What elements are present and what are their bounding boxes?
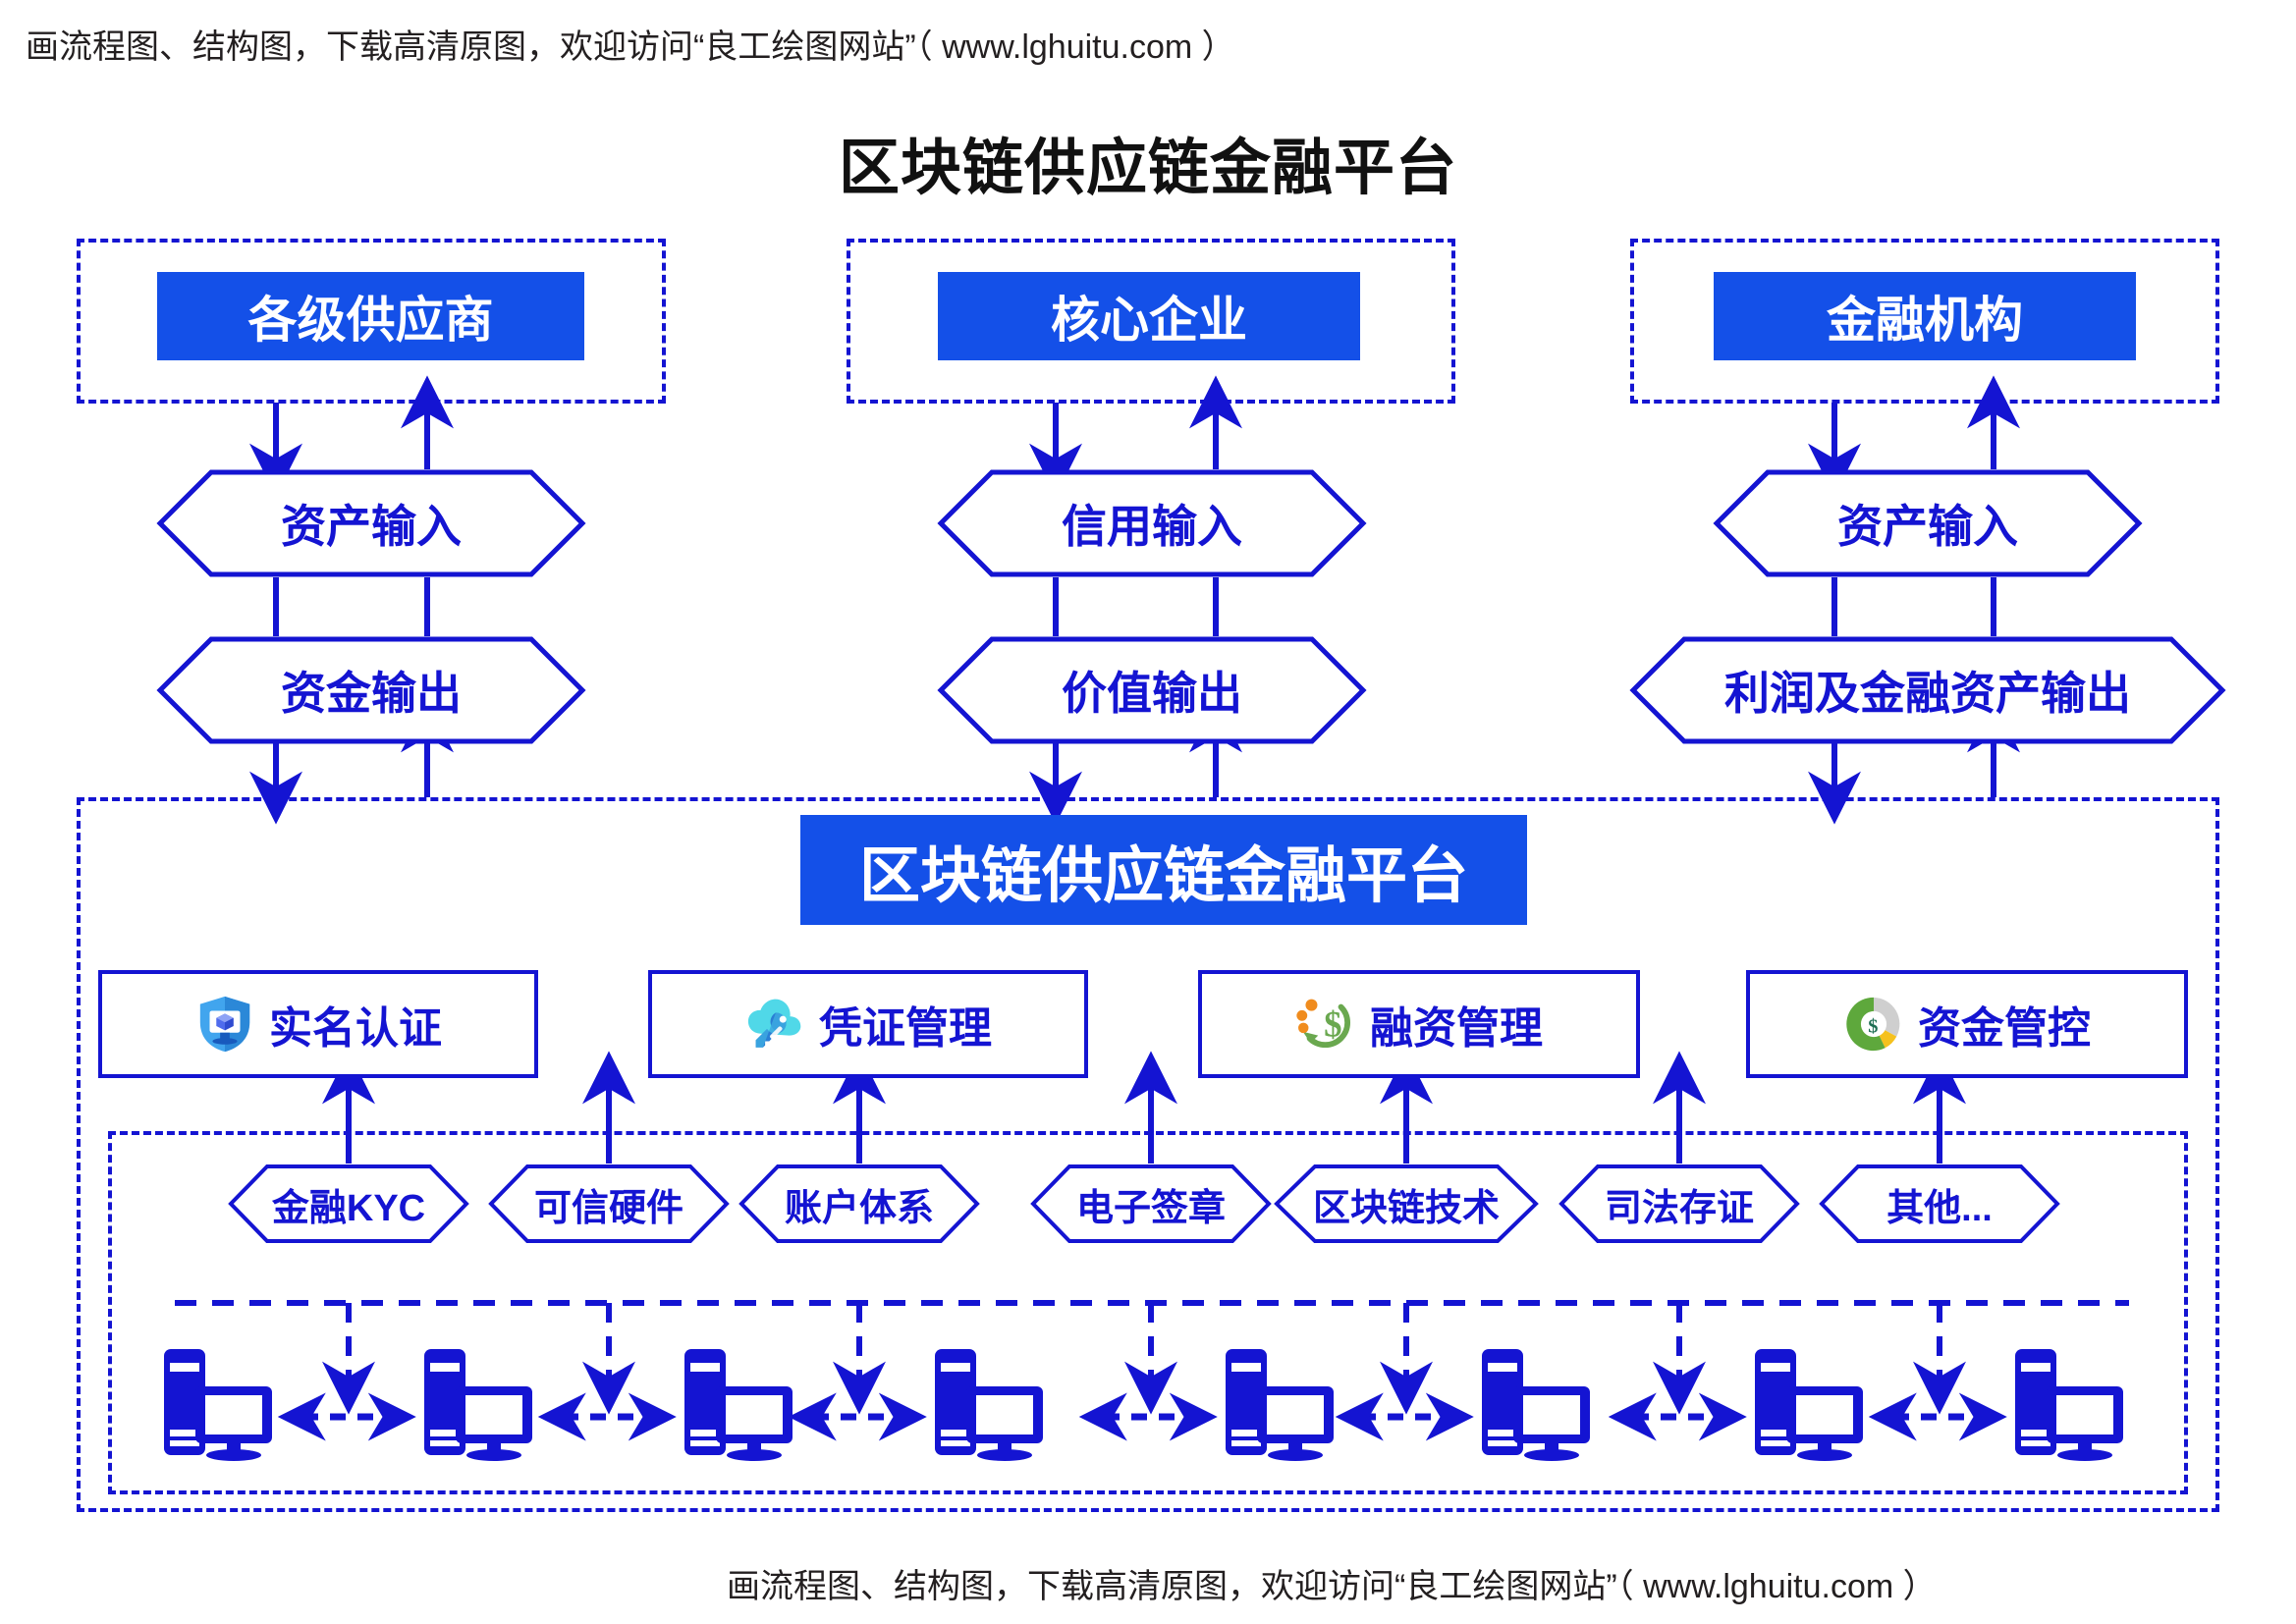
capability-label: 司法存证 xyxy=(1604,1187,1754,1229)
feature-box-fund-control[interactable]: $ 资金管控 xyxy=(1746,970,2188,1078)
flow-hex-value-output-core[interactable]: 价值输出 xyxy=(937,636,1367,744)
flow-hex-label: 利润及金融资产输出 xyxy=(1724,668,2131,719)
flow-hex-label: 价值输出 xyxy=(1062,668,1242,719)
flow-hex-label: 信用输入 xyxy=(1062,501,1242,552)
capabilities-container xyxy=(108,1131,2188,1494)
actor-group-financial-institution xyxy=(1630,239,2219,404)
capability-hex-trusted-hardware[interactable]: 可信硬件 xyxy=(488,1164,730,1244)
flow-hex-label: 资产输入 xyxy=(281,501,462,552)
capability-label: 账户体系 xyxy=(784,1187,934,1229)
feature-label: 凭证管理 xyxy=(819,1004,992,1053)
capability-label: 可信硬件 xyxy=(533,1187,683,1229)
feature-box-real-name-auth[interactable]: 实名认证 xyxy=(98,970,538,1078)
flow-hex-asset-input-financial[interactable]: 资产输入 xyxy=(1713,469,2143,577)
flow-hex-label: 资产输入 xyxy=(1837,501,2018,552)
desktop-computer-icon[interactable] xyxy=(162,1347,292,1461)
desktop-computer-icon[interactable] xyxy=(1224,1347,1353,1461)
actor-label-suppliers[interactable]: 各级供应商 xyxy=(157,272,584,360)
capability-hex-kyc[interactable]: 金融KYC xyxy=(228,1164,469,1244)
platform-container xyxy=(77,797,2219,1512)
actor-group-suppliers xyxy=(77,239,666,404)
feature-label: 融资管理 xyxy=(1370,1004,1543,1053)
capability-hex-e-signature[interactable]: 电子签章 xyxy=(1030,1164,1272,1244)
desktop-computer-icon[interactable] xyxy=(683,1347,812,1461)
capability-label: 其他... xyxy=(1886,1187,1993,1229)
capability-hex-others[interactable]: 其他... xyxy=(1819,1164,2060,1244)
capability-hex-account-system[interactable]: 账户体系 xyxy=(738,1164,980,1244)
donut-dollar-icon: $ xyxy=(1843,994,1904,1055)
feature-label: 实名认证 xyxy=(269,1004,442,1053)
watermark-top: 画流程图、结构图，下载高清原图，欢迎访问“良工绘图网站”（ www.lghuit… xyxy=(26,28,1235,66)
svg-text:$: $ xyxy=(1868,1016,1878,1038)
flow-hex-asset-input-supplier[interactable]: 资产输入 xyxy=(156,469,586,577)
flow-hex-credit-input-core[interactable]: 信用输入 xyxy=(937,469,1367,577)
capability-hex-blockchain-tech[interactable]: 区块链技术 xyxy=(1274,1164,1539,1244)
flow-hex-profit-output-financial[interactable]: 利润及金融资产输出 xyxy=(1629,636,2226,744)
watermark-bottom: 画流程图、结构图，下载高清原图，欢迎访问“良工绘图网站”（ www.lghuit… xyxy=(727,1568,1937,1605)
capability-label: 金融KYC xyxy=(271,1187,426,1229)
feature-box-voucher-management[interactable]: 凭证管理 xyxy=(648,970,1088,1078)
shield-monitor-icon xyxy=(194,994,255,1055)
capability-hex-judicial-deposit[interactable]: 司法存证 xyxy=(1558,1164,1800,1244)
actor-label-core-enterprise[interactable]: 核心企业 xyxy=(938,272,1360,360)
desktop-computer-icon[interactable] xyxy=(933,1347,1063,1461)
page-title: 区块链供应链金融平台 xyxy=(838,135,1457,202)
feature-label: 资金管控 xyxy=(1918,1004,2091,1053)
capability-label: 电子签章 xyxy=(1075,1187,1226,1229)
platform-title[interactable]: 区块链供应链金融平台 xyxy=(800,815,1527,925)
cloud-key-icon xyxy=(744,994,805,1055)
capability-label: 区块链技术 xyxy=(1312,1187,1500,1229)
dollar-recycle-icon: $ xyxy=(1295,994,1356,1055)
svg-text:$: $ xyxy=(1324,1004,1341,1045)
desktop-computer-icon[interactable] xyxy=(1753,1347,1883,1461)
desktop-computer-icon[interactable] xyxy=(2013,1347,2143,1461)
flow-hex-label: 资金输出 xyxy=(281,668,462,719)
actor-label-financial-institution[interactable]: 金融机构 xyxy=(1714,272,2136,360)
desktop-computer-icon[interactable] xyxy=(1480,1347,1610,1461)
flow-hex-fund-output-supplier[interactable]: 资金输出 xyxy=(156,636,586,744)
feature-box-financing-management[interactable]: $ 融资管理 xyxy=(1198,970,1640,1078)
desktop-computer-icon[interactable] xyxy=(422,1347,552,1461)
actor-group-core-enterprise xyxy=(847,239,1455,404)
